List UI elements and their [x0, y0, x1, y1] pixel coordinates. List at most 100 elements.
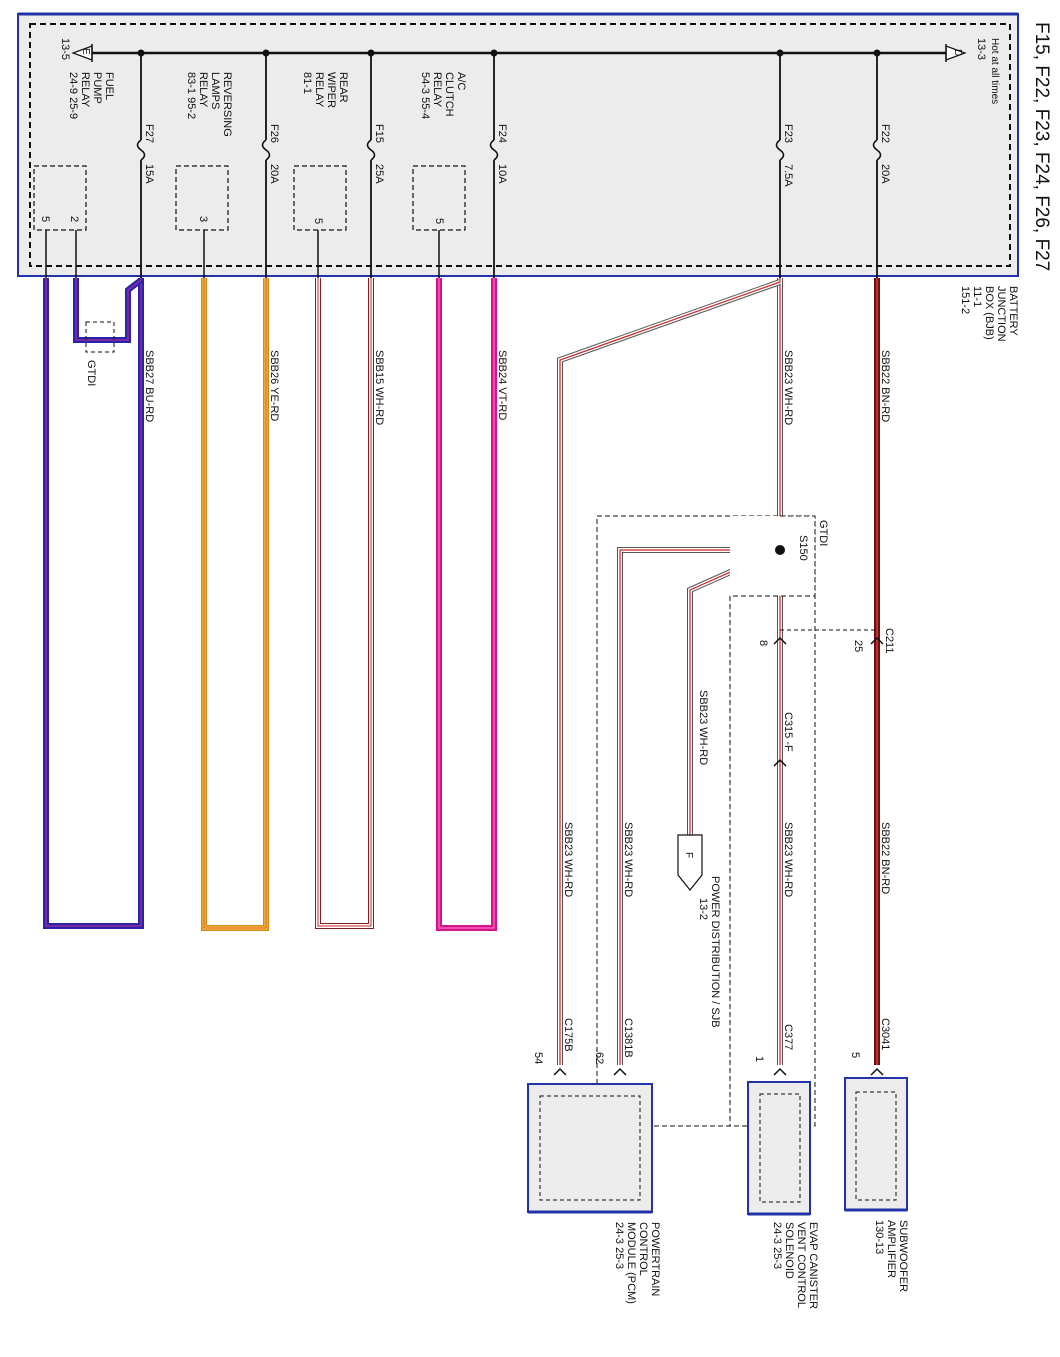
exit-letter: E: [80, 48, 91, 55]
svg-text:3: 3: [197, 216, 209, 222]
svg-text:JUNCTION: JUNCTION: [995, 286, 1007, 342]
fuse-f26-rating: 20A: [268, 164, 280, 184]
component-subwoofer: SUBWOOFER AMPLIFIER 130-13: [844, 1077, 909, 1292]
svg-text:POWERTRAIN: POWERTRAIN: [649, 1222, 661, 1296]
wire-sbb26: [201, 278, 269, 931]
bjb-name: BATTERY JUNCTION BOX (BJB) 11-1 151-2: [959, 286, 1019, 342]
svg-text:A/C: A/C: [455, 72, 467, 90]
relay-rear-wiper: 5 REAR WIPER RELAY 81-1: [293, 72, 349, 280]
gtdi-option-splice: GTDI: [596, 515, 829, 1127]
source-ref: 13-3: [975, 38, 987, 60]
label-sbb22-top: SBB22 BN-RD: [879, 350, 891, 422]
gtdi-option-fuel: GTDI: [85, 321, 115, 386]
source-letter: D: [952, 49, 963, 56]
fuse-branches: [140, 53, 878, 280]
svg-text:C377: C377: [782, 1024, 794, 1050]
wire-labels: SBB22 BN-RD SBB23 WH-RD SBB24 VT-RD SBB1…: [143, 350, 891, 897]
svg-text:5: 5: [39, 216, 51, 222]
exit-ref: 13-5: [59, 38, 71, 60]
svg-text:24-3 25-3: 24-3 25-3: [771, 1222, 783, 1269]
relay-fuel-pump: 5 2 FUEL PUMP RELAY 24-9 25-9: [33, 72, 115, 280]
fuse-f22-rating: 20A: [879, 164, 891, 184]
svg-text:5: 5: [433, 218, 445, 224]
svg-text:62: 62: [593, 1052, 605, 1064]
label-sbb27: SBB27 BU-RD: [143, 350, 155, 422]
label-sbb23-c1381b: SBB23 WH-RD: [622, 822, 634, 897]
svg-text:WIPER: WIPER: [325, 72, 337, 108]
label-sbb23-sjb: SBB23 WH-RD: [697, 690, 709, 765]
hot-label: Hot at all times: [989, 38, 1000, 104]
connector-c3041: C3041 5: [849, 1018, 891, 1076]
label-sbb26: SBB26 YE-RD: [268, 350, 280, 421]
svg-text:SUBWOOFER: SUBWOOFER: [897, 1220, 909, 1292]
svg-text:13-2: 13-2: [697, 898, 709, 920]
svg-text:PUMP: PUMP: [91, 72, 103, 104]
svg-text:25: 25: [852, 640, 864, 652]
svg-text:MODULE (PCM): MODULE (PCM): [625, 1222, 637, 1304]
svg-text:5: 5: [312, 218, 324, 224]
svg-text:1: 1: [753, 1056, 765, 1062]
fuse-f23-id: F23: [782, 124, 794, 143]
fuse-f24-rating: 10A: [496, 164, 508, 184]
svg-text:VENT CONTROL: VENT CONTROL: [795, 1222, 807, 1308]
svg-text:BOX (BJB): BOX (BJB): [983, 286, 995, 340]
bus-dots: [137, 49, 881, 57]
svg-text:SOLENOID: SOLENOID: [783, 1222, 795, 1279]
fuse-symbols: [136, 139, 882, 161]
svg-text:130-13: 130-13: [873, 1220, 885, 1254]
fuse-labels: F22 20A F23 7.5A F24 10A F15 25A F26 20A…: [143, 124, 891, 187]
svg-text:2: 2: [68, 216, 80, 222]
svg-text:REAR: REAR: [337, 72, 349, 103]
wire-sbb15: [315, 278, 374, 929]
svg-text:C211: C211: [883, 628, 895, 653]
svg-text:C175B: C175B: [562, 1018, 574, 1052]
gtdi-label-fuel: GTDI: [85, 360, 97, 386]
relay-reversing-lamps: 3 REVERSING LAMPS RELAY 83-1 95-2: [175, 72, 233, 280]
fuse-f27-rating: 15A: [143, 164, 155, 184]
connector-c175b: C175B 54: [532, 1018, 574, 1076]
svg-text:CLUTCH: CLUTCH: [443, 72, 455, 117]
svg-text:C1381B: C1381B: [622, 1018, 634, 1058]
svg-text:24-9 25-9: 24-9 25-9: [67, 72, 79, 119]
svg-text:5: 5: [849, 1052, 861, 1058]
wire-sbb23-c1381b: [617, 547, 780, 1065]
component-evap-solenoid: EVAP CANISTER VENT CONTROL SOLENOID 24-3…: [747, 1081, 819, 1309]
svg-text:151-2: 151-2: [959, 286, 971, 314]
exit-connector-e: E 13-5: [59, 38, 93, 62]
label-sbb23-lower: SBB23 WH-RD: [782, 822, 794, 897]
svg-text:81-1: 81-1: [301, 72, 313, 94]
wire-sbb23-c175b: [557, 279, 782, 1065]
svg-text:REVERSING: REVERSING: [221, 72, 233, 137]
fuse-f27-id: F27: [143, 124, 155, 143]
wire-sbb27: [43, 277, 144, 929]
svg-text:54: 54: [532, 1052, 544, 1064]
svg-text:8: 8: [757, 640, 769, 646]
svg-text:C3041: C3041: [879, 1018, 891, 1050]
svg-text:LAMPS: LAMPS: [209, 72, 221, 109]
source-connector-d: D 13-3 Hot at all times: [945, 38, 1000, 104]
svg-text:83-1 95-2: 83-1 95-2: [185, 72, 197, 119]
svg-text:54-3 55-4: 54-3 55-4: [419, 72, 431, 119]
connector-c315: C315 -F: [773, 712, 794, 767]
svg-text:POWER DISTRIBUTION / SJB: POWER DISTRIBUTION / SJB: [709, 876, 721, 1028]
connector-c1381b: C1381B 62: [593, 1018, 634, 1076]
label-sbb22-lower: SBB22 BN-RD: [879, 822, 891, 894]
label-sbb23-c175b: SBB23 WH-RD: [562, 822, 574, 897]
svg-text:S150: S150: [797, 535, 809, 561]
svg-text:EVAP CANISTER: EVAP CANISTER: [807, 1222, 819, 1309]
label-sbb23-top: SBB23 WH-RD: [782, 350, 794, 425]
label-sbb24: SBB24 VT-RD: [496, 350, 508, 420]
splice-s150: S150: [775, 535, 809, 561]
svg-text:BATTERY: BATTERY: [1007, 286, 1019, 336]
svg-text:C315 -F: C315 -F: [782, 712, 794, 752]
fuse-f26-id: F26: [268, 124, 280, 143]
label-sbb15: SBB15 WH-RD: [373, 350, 385, 425]
svg-text:RELAY: RELAY: [197, 72, 209, 108]
svg-text:24-3 25-3: 24-3 25-3: [613, 1222, 625, 1269]
wire-sbb24: [436, 278, 497, 931]
connector-c211: C211 25 8: [757, 628, 895, 653]
fuse-f15-rating: 25A: [373, 164, 385, 184]
svg-text:11-1: 11-1: [971, 286, 983, 307]
fuse-f15-id: F15: [373, 124, 385, 143]
